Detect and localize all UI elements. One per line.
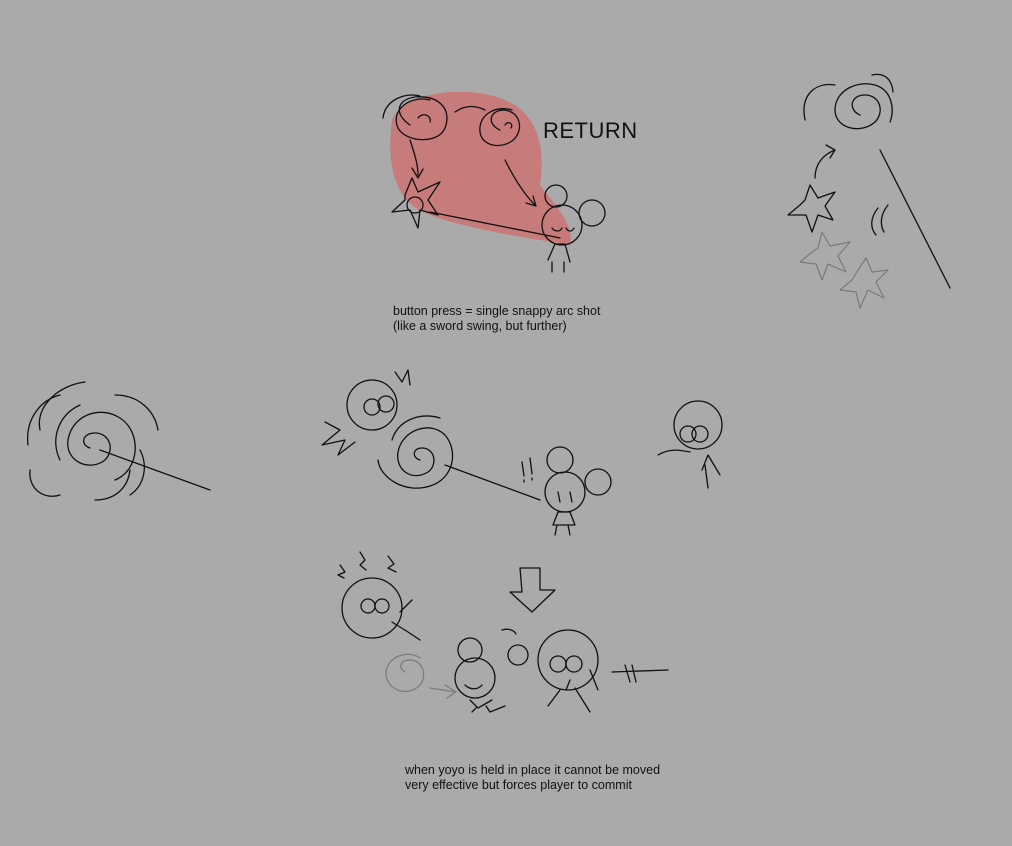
big-yoyo-illustration <box>26 381 211 501</box>
yoyo-string <box>99 449 211 491</box>
yoyo-swirl-icon <box>803 73 894 130</box>
yoyo-string <box>429 211 561 239</box>
enemy-character <box>657 400 723 489</box>
motion-line <box>871 149 951 289</box>
note-line: button press = single snappy arc shot <box>393 304 601 318</box>
note-line: when yoyo is held in place it cannot be … <box>405 763 661 777</box>
note-arc-shot: button press = single snappy arc shot (l… <box>393 304 600 334</box>
note-line: (like a sword swing, but further) <box>393 319 567 333</box>
player-character <box>521 446 612 536</box>
motion-line <box>611 664 669 683</box>
yoyo-swirl-icon <box>479 108 521 147</box>
star-icon <box>839 257 889 309</box>
player-character <box>541 184 606 273</box>
player-character <box>454 628 529 713</box>
arc-swept-area <box>390 91 571 245</box>
stars-rising-illustration <box>787 73 951 309</box>
star-icon <box>799 231 851 281</box>
enemy-character <box>321 369 411 456</box>
arc-shot-illustration: RETURN <box>382 91 638 273</box>
arrow-down-icon <box>509 567 556 613</box>
note-hold-in-place: when yoyo is held in place it cannot be … <box>405 763 660 793</box>
yoyo-swirl-icon <box>377 415 454 489</box>
hold-illustration <box>337 551 669 713</box>
hit-illustration <box>321 369 723 536</box>
enemy-character <box>537 629 599 713</box>
enemy-character <box>337 551 421 641</box>
yoyo-swirl-icon <box>382 94 448 141</box>
star-icon <box>787 184 836 233</box>
yoyo-swirl-icon <box>385 653 425 692</box>
arrow-down-right-icon <box>504 159 537 207</box>
yoyo-swirl-icon <box>26 381 159 501</box>
arc-trail <box>454 105 486 113</box>
arrow-right-icon <box>429 684 457 699</box>
yoyo-string <box>444 464 541 501</box>
note-line: very effective but forces player to comm… <box>405 778 632 792</box>
return-label: RETURN <box>543 118 638 143</box>
arrow-down-icon <box>409 139 424 179</box>
star-icon <box>391 177 441 229</box>
arrow-up-icon <box>814 144 836 179</box>
